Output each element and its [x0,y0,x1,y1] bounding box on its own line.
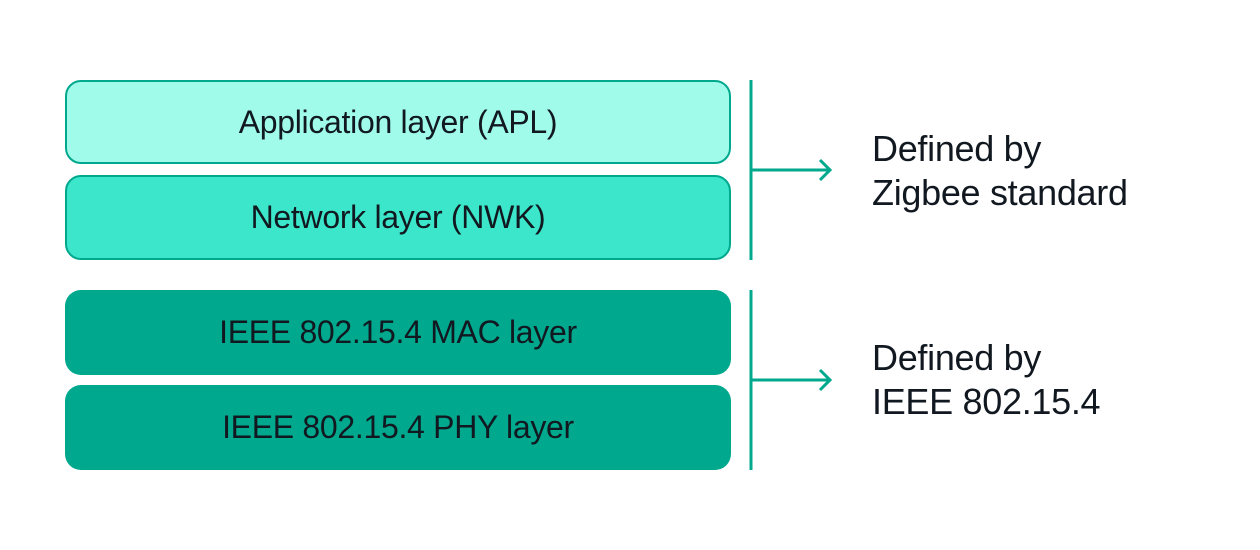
application-layer-box: Application layer (APL) [65,80,731,164]
phy-layer-label: IEEE 802.15.4 PHY layer [222,409,574,445]
network-layer-label: Network layer (NWK) [250,199,546,235]
mac-layer-label: IEEE 802.15.4 MAC layer [219,314,577,350]
zigbee-label-line1: Defined by [872,128,1042,169]
ieee-label-line2: IEEE 802.15.4 [872,381,1101,422]
zigbee-group-label: Defined by Zigbee standard [872,127,1128,215]
ieee-group-label: Defined by IEEE 802.15.4 [872,336,1101,424]
zigbee-arrow-head-icon [818,158,833,182]
ieee-arrow-head-icon [818,368,833,392]
mac-layer-box: IEEE 802.15.4 MAC layer [65,290,731,375]
network-layer-box: Network layer (NWK) [65,175,731,260]
zigbee-label-line2: Zigbee standard [872,172,1128,213]
phy-layer-box: IEEE 802.15.4 PHY layer [65,385,731,470]
ieee-label-line1: Defined by [872,337,1042,378]
application-layer-label: Application layer (APL) [238,103,558,140]
